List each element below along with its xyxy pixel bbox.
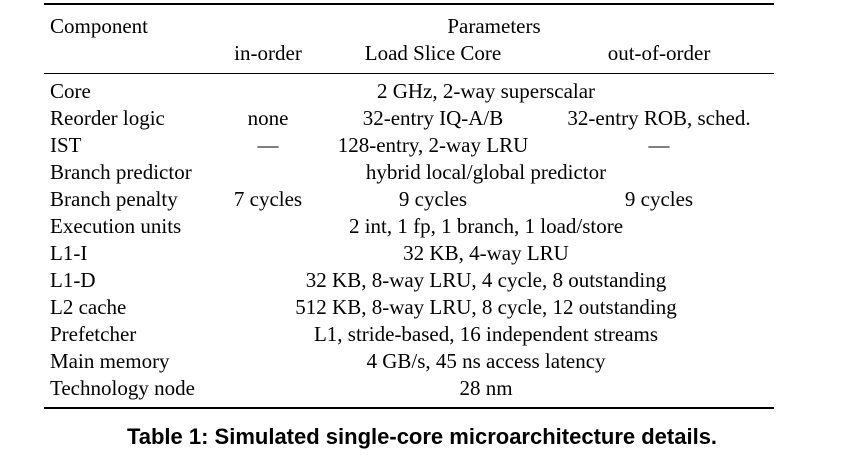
row-label-l1-d: L1-D (50, 268, 96, 292)
row-label-branch-predictor: Branch predictor (50, 160, 192, 184)
row-label-execution-units: Execution units (50, 214, 182, 238)
out-of-order-column-header: out-of-order (607, 41, 711, 65)
row-label-branch-penalty: Branch penalty (50, 187, 178, 211)
table-bottom-rule (44, 407, 774, 409)
parameters-column-header: Parameters (447, 14, 541, 38)
branch-penalty-in-order: 7 cycles (233, 187, 303, 211)
l2-cache-value: 512 KB, 8-way LRU, 8 cycle, 12 outstandi… (295, 295, 677, 319)
row-label-l1-i: L1-I (50, 241, 88, 265)
row-label-ist: IST (50, 133, 82, 157)
l1-i-value: 32 KB, 4-way LRU (403, 241, 569, 265)
ist-load-slice-core: 128-entry, 2-way LRU (337, 133, 529, 157)
row-label-prefetcher: Prefetcher (50, 322, 137, 346)
component-column-header: Component (50, 14, 148, 38)
row-label-technology-node: Technology node (50, 376, 195, 400)
branch-predictor-value: hybrid local/global predictor (365, 160, 607, 184)
table-caption: Table 1: Simulated single-core microarch… (126, 424, 718, 449)
row-label-reorder-logic: Reorder logic (50, 106, 165, 130)
load-slice-core-column-header: Load Slice Core (364, 41, 502, 65)
reorder-logic-in-order: none (247, 106, 289, 130)
row-label-main-memory: Main memory (50, 349, 170, 373)
main-memory-value: 4 GB/s, 45 ns access latency (366, 349, 606, 373)
row-label-core: Core (50, 79, 91, 103)
l1-d-value: 32 KB, 8-way LRU, 4 cycle, 8 outstanding (305, 268, 667, 292)
table-top-rule (44, 3, 774, 5)
technology-node-value: 28 nm (459, 376, 513, 400)
execution-units-value: 2 int, 1 fp, 1 branch, 1 load/store (348, 214, 624, 238)
branch-penalty-load-slice-core: 9 cycles (398, 187, 468, 211)
ist-out-of-order: — (648, 133, 670, 157)
row-label-l2-cache: L2 cache (50, 295, 127, 319)
branch-penalty-out-of-order: 9 cycles (624, 187, 694, 211)
ist-in-order: — (257, 133, 279, 157)
table-header-rule (44, 73, 774, 74)
reorder-logic-out-of-order: 32-entry ROB, sched. (567, 106, 751, 130)
reorder-logic-load-slice-core: 32-entry IQ-A/B (362, 106, 504, 130)
in-order-column-header: in-order (234, 41, 302, 65)
core-value: 2 GHz, 2-way superscalar (376, 79, 596, 103)
prefetcher-value: L1, stride-based, 16 independent streams (313, 322, 659, 346)
